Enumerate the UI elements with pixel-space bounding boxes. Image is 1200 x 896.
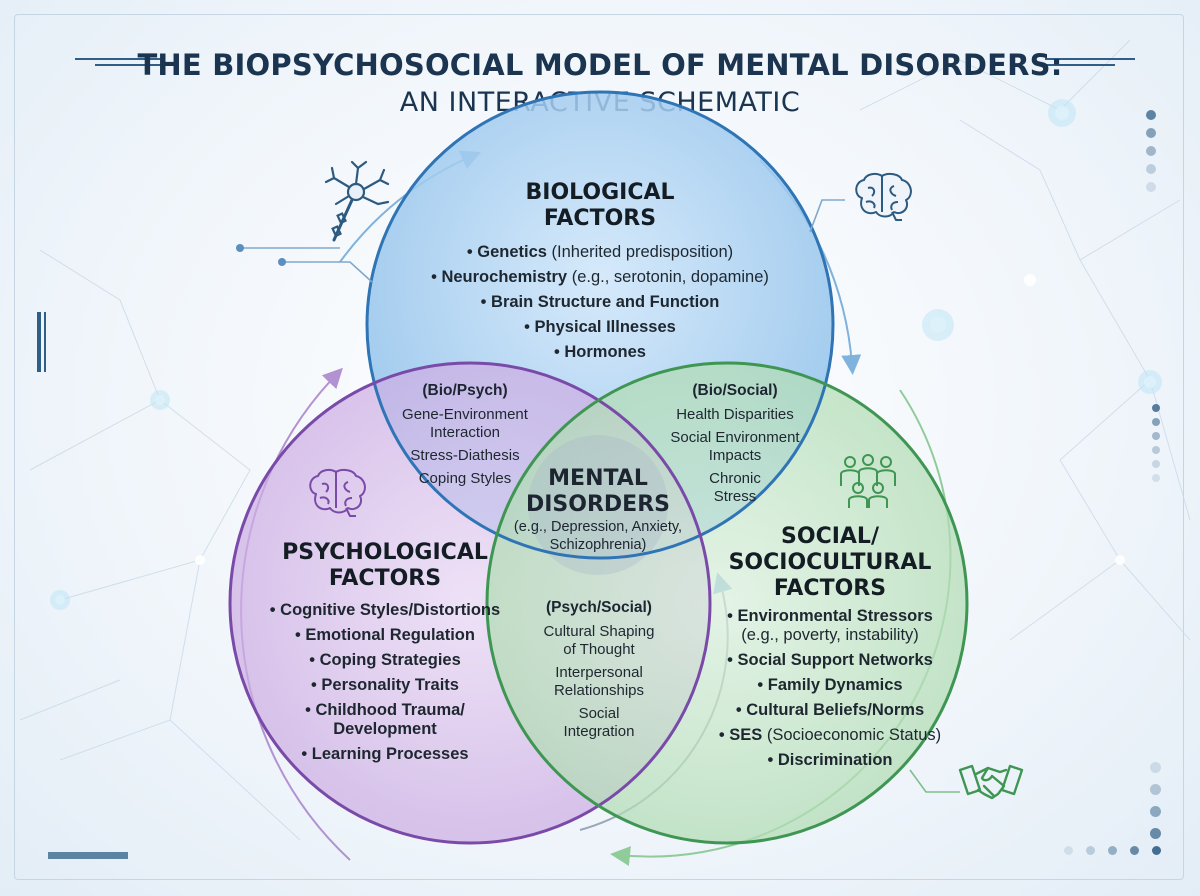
corner-stripes-left <box>37 312 46 372</box>
social-circle <box>487 363 967 843</box>
psych-social-title: (Psych/Social) <box>546 599 652 616</box>
social-item: • Social Support Networks <box>727 651 933 669</box>
center-heading-line-2: DISORDERS <box>525 492 670 517</box>
psychological-heading-line-2: FACTORS <box>328 566 442 591</box>
social-heading-line-2: SOCIOCULTURAL <box>728 550 932 575</box>
social-heading-line-1: SOCIAL/ <box>781 524 879 549</box>
psychological-item: • Learning Processes <box>301 745 469 763</box>
brain-icon-psych <box>309 468 366 517</box>
psychological-item: • Emotional Regulation <box>295 626 475 644</box>
social-heading-line-3: FACTORS <box>773 576 887 601</box>
handshake-icon <box>958 764 1024 800</box>
social-item: • Cultural Beliefs/Norms <box>735 701 925 719</box>
bio-psych-overlap: (Bio/Psych) Gene-Environment Interaction… <box>380 381 550 488</box>
psychological-heading-line-1: PSYCHOLOGICAL <box>282 540 488 565</box>
bio-psych-title: (Bio/Psych) <box>422 382 508 399</box>
biological-item: • Genetics (Inherited predisposition) <box>466 243 734 261</box>
psychological-item: Development <box>333 720 437 738</box>
psych-social-item: Relationships <box>553 682 645 699</box>
biological-item: • Physical Illnesses <box>524 318 676 336</box>
title-line-1: THE BIOPSYCHOSOCIAL MODEL OF MENTAL DISO… <box>137 48 1063 82</box>
bio-social-title: (Bio/Social) <box>692 382 778 399</box>
brain-icon <box>855 172 912 221</box>
center-heading-line-1: MENTAL <box>548 466 648 491</box>
title-decoration-left <box>75 58 165 70</box>
psychological-item: • Coping Strategies <box>309 651 461 669</box>
corner-stripes-bottom <box>48 852 128 859</box>
social-factors: SOCIAL/ SOCIOCULTURAL FACTORS • Environm… <box>700 524 960 773</box>
bio-social-item: Stress <box>713 488 757 505</box>
social-item: • Family Dynamics <box>757 676 903 694</box>
psych-social-item: of Thought <box>563 641 635 658</box>
biological-heading-line-2: FACTORS <box>543 206 657 231</box>
psychological-factors: PSYCHOLOGICAL FACTORS • Cognitive Styles… <box>235 540 535 767</box>
social-item: • SES (Socioeconomic Status) <box>718 726 942 744</box>
psychological-item: • Childhood Trauma/ <box>305 701 465 719</box>
bio-psych-item: Interaction <box>429 424 501 441</box>
bio-social-item: Health Disparities <box>676 406 794 423</box>
bio-social-item: Impacts <box>708 447 762 464</box>
page-frame <box>14 14 1184 880</box>
psychological-item: • Personality Traits <box>311 676 459 694</box>
center-examples: Schizophrenia) <box>549 537 647 553</box>
social-item: (e.g., poverty, instability) <box>741 626 919 644</box>
bio-social-overlap: (Bio/Social) Health Disparities Social E… <box>650 381 820 506</box>
bio-psych-item: Stress-Diathesis <box>410 447 520 464</box>
biological-item: • Neurochemistry (e.g., serotonin, dopam… <box>431 268 769 286</box>
psych-social-item: Integration <box>563 723 635 740</box>
biological-item: • Brain Structure and Function <box>480 293 720 311</box>
center-examples: (e.g., Depression, Anxiety, <box>513 519 683 535</box>
center-region <box>528 435 668 575</box>
bio-psych-item: Coping Styles <box>418 470 512 487</box>
social-item: • Discrimination <box>767 751 893 769</box>
psych-social-item: Cultural Shaping <box>543 623 655 640</box>
psychological-item: • Cognitive Styles/Distortions <box>269 601 501 619</box>
social-item: • Environmental Stressors <box>727 607 933 625</box>
biological-heading-line-1: BIOLOGICAL <box>525 180 675 205</box>
title-decoration-right <box>1045 58 1135 70</box>
mental-disorders-center: MENTAL DISORDERS (e.g., Depression, Anxi… <box>498 466 698 554</box>
people-group-icon <box>840 454 896 508</box>
biological-factors: BIOLOGICAL FACTORS • Genetics (Inherited… <box>420 180 780 365</box>
neuron-icon <box>324 160 390 242</box>
biological-item: • Hormones <box>554 343 646 361</box>
psych-social-item: Interpersonal <box>555 664 643 681</box>
bio-social-item: Social Environment <box>670 429 800 446</box>
bio-social-item: Chronic <box>709 470 761 487</box>
psych-social-item: Social <box>578 705 620 722</box>
psych-social-overlap: (Psych/Social) Cultural Shaping of Thoug… <box>515 598 683 741</box>
bio-psych-item: Gene-Environment <box>402 406 528 423</box>
